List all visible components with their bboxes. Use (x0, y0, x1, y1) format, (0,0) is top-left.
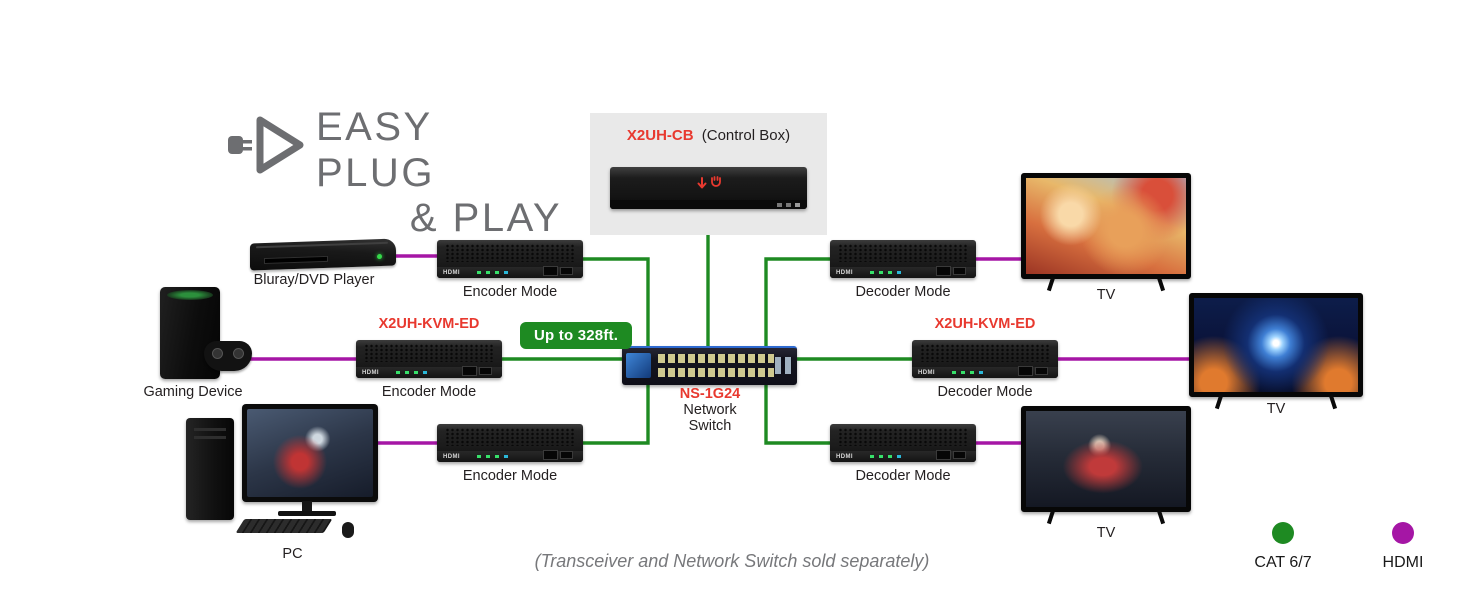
hdmi-color-dot (1392, 522, 1414, 544)
bluray-disc-tray (264, 255, 328, 265)
hdmi-logo: HDMI (918, 370, 935, 376)
hdmi-logo: HDMI (443, 454, 460, 460)
brand-lockup: EASY PLUG & PLAY (226, 104, 564, 240)
cat-cable-switch-to-decoder3 (764, 381, 833, 445)
legend-cat-label: CAT 6/7 (1254, 554, 1312, 571)
bluray-lid-line (256, 241, 388, 249)
footnote: (Transceiver and Network Switch sold sep… (534, 551, 930, 571)
encoder-device-3: HDMI (437, 424, 583, 462)
tv-display-2 (1189, 293, 1363, 410)
gaming-label: Gaming Device (143, 384, 243, 400)
encoder-mode-label-3: Encoder Mode (462, 468, 558, 484)
cat-color-dot (1272, 522, 1294, 544)
cat-cable-encoder3-to-switch (580, 381, 650, 445)
control-box-panel: X2UH-CB (Control Box) (590, 113, 827, 235)
tv-frame (1021, 173, 1191, 279)
control-box-rear-ports (786, 203, 791, 207)
control-box-logo-icon (697, 176, 721, 189)
status-leds (952, 371, 956, 374)
tv-screen-violinist-image (1026, 411, 1186, 507)
decoder-device-3: HDMI (830, 424, 976, 462)
legend-hdmi-label: HDMI (1382, 554, 1424, 571)
switch-port-row-top (658, 354, 774, 363)
cat-cable-switch-to-decoder1 (764, 257, 833, 348)
control-box-title: X2UH-CB (Control Box) (590, 127, 827, 144)
switch-port-row-bottom (658, 368, 774, 377)
distance-badge: Up to 328ft. (520, 322, 633, 349)
tv-label-3: TV (1096, 525, 1116, 541)
encoder-device-2: HDMI (356, 340, 502, 378)
legend-hdmi: HDMI (1361, 522, 1445, 572)
status-leds (477, 455, 481, 458)
legend-cat: CAT 6/7 (1241, 522, 1325, 572)
transceiver-model-left: X2UH-KVM-ED (378, 316, 480, 332)
mouse-device (342, 522, 354, 538)
pc-monitor-device (242, 404, 378, 502)
cat-cable-encoder1-to-switch (580, 257, 650, 348)
brand-title-line1: EASY PLUG (316, 105, 435, 195)
plug-play-icon (228, 116, 304, 174)
status-leds (870, 455, 874, 458)
hdmi-logo: HDMI (443, 270, 460, 276)
gamepad-device (204, 341, 252, 371)
pc-tower-device (186, 418, 234, 520)
tv-frame (1021, 406, 1191, 512)
status-leds (477, 271, 481, 274)
transceiver-model-right: X2UH-KVM-ED (934, 316, 1036, 332)
switch-model: NS-1G24 (679, 386, 741, 402)
network-switch-device (622, 346, 797, 385)
tv-screen-carnival-image (1026, 178, 1186, 274)
tv-display-3 (1021, 406, 1191, 525)
bluray-power-led (377, 253, 382, 260)
pc-label: PC (282, 546, 303, 562)
rear-ports (560, 451, 573, 459)
rear-ports (1035, 367, 1048, 375)
pc-monitor-base (278, 511, 336, 516)
decoder-mode-label-1: Decoder Mode (855, 284, 951, 300)
status-leds (396, 371, 400, 374)
encoder-mode-label-2: Encoder Mode (381, 384, 477, 400)
keyboard-device (235, 519, 333, 533)
hdmi-logo: HDMI (836, 454, 853, 460)
control-box-device (610, 167, 807, 209)
tv-screen-portal-image (1194, 298, 1358, 392)
encoder-device-1: HDMI (437, 240, 583, 278)
rear-ports (953, 451, 966, 459)
decoder-device-1: HDMI (830, 240, 976, 278)
tv-display-1 (1021, 173, 1191, 292)
bluray-player-device (250, 238, 396, 271)
tv-label-2: TV (1266, 401, 1286, 417)
rear-ports (560, 267, 573, 275)
tv-frame (1189, 293, 1363, 397)
control-box-sublabel: (Control Box) (701, 127, 791, 144)
rear-ports (953, 267, 966, 275)
switch-uplink-ports (775, 357, 792, 374)
control-box-model: X2UH-CB (626, 127, 694, 144)
tv-label-1: TV (1096, 287, 1116, 303)
hdmi-logo: HDMI (836, 270, 853, 276)
brand-title-line2: & PLAY (409, 196, 562, 240)
brand-title: EASY PLUG & PLAY (316, 104, 564, 240)
switch-name-line2: Switch (688, 418, 732, 434)
bluray-label: Bluray/DVD Player (253, 272, 375, 288)
hdmi-logo: HDMI (362, 370, 379, 376)
rear-ports (479, 367, 492, 375)
encoder-mode-label-1: Encoder Mode (462, 284, 558, 300)
network-switch-label: NS-1G24 Network Switch (620, 386, 800, 434)
status-leds (870, 271, 874, 274)
pc-monitor-screen (247, 409, 373, 497)
decoder-mode-label-2: Decoder Mode (937, 384, 1033, 400)
pc-monitor-stand (302, 501, 312, 512)
decoder-mode-label-3: Decoder Mode (855, 468, 951, 484)
decoder-device-2: HDMI (912, 340, 1058, 378)
switch-name-line1: Network (683, 402, 737, 418)
